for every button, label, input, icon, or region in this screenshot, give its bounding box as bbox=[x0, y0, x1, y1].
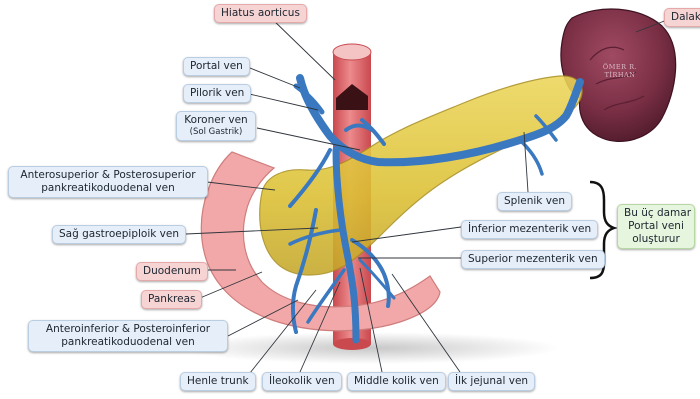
label-middle-kolik-ven: Middle kolik ven bbox=[347, 372, 446, 391]
label-bu-uc-damar-line3: oluşturur bbox=[624, 233, 688, 246]
label-hiatus-aorticus: Hiatus aorticus bbox=[214, 4, 307, 23]
label-henle-trunk: Henle trunk bbox=[180, 372, 256, 391]
label-antero-postero-superior-line1: Anterosuperior & Posterosuperior bbox=[15, 169, 201, 182]
label-koroner-ven: Koroner ven (Sol Gastrik) bbox=[176, 111, 256, 141]
label-bu-uc-damar: Bu üç damar Portal veni oluşturur bbox=[617, 204, 695, 249]
label-portal-ven: Portal ven bbox=[183, 57, 250, 76]
label-antero-postero-inferior-line2: pankreatikoduodenal ven bbox=[35, 336, 221, 349]
label-dalak: Dalak bbox=[664, 8, 700, 27]
label-antero-postero-superior: Anterosuperior & Posterosuperior pankrea… bbox=[8, 166, 208, 198]
label-koroner-ven-text: Koroner ven bbox=[183, 114, 249, 127]
label-bu-uc-damar-line1: Bu üç damar bbox=[624, 207, 688, 220]
label-duodenum: Duodenum bbox=[136, 262, 208, 281]
label-superior-mezenterik-ven: Superior mezenterik ven bbox=[461, 250, 605, 269]
label-splenik-ven: Splenik ven bbox=[497, 192, 572, 211]
label-ilk-jejunal-ven: İlk jejunal ven bbox=[448, 372, 535, 391]
label-bu-uc-damar-line2: Portal veni bbox=[624, 220, 688, 233]
label-pilorik-ven: Pilorik ven bbox=[183, 84, 251, 103]
label-antero-postero-inferior-line1: Anteroinferior & Posteroinferior bbox=[35, 323, 221, 336]
label-sag-gastroepiploik-ven: Sağ gastroepiploik ven bbox=[52, 225, 186, 244]
label-ileokolik-ven: İleokolik ven bbox=[262, 372, 342, 391]
watermark: ÖMER R. TİRHAN bbox=[600, 64, 640, 80]
label-antero-postero-superior-line2: pankreatikoduodenal ven bbox=[15, 182, 201, 195]
label-inferior-mezenterik-ven: İnferior mezenterik ven bbox=[461, 220, 598, 239]
watermark-line2: TİRHAN bbox=[600, 72, 640, 80]
label-sol-gastrik-text: (Sol Gastrik) bbox=[183, 127, 249, 138]
label-antero-postero-inferior: Anteroinferior & Posteroinferior pankrea… bbox=[28, 320, 228, 352]
label-pankreas: Pankreas bbox=[141, 290, 202, 309]
